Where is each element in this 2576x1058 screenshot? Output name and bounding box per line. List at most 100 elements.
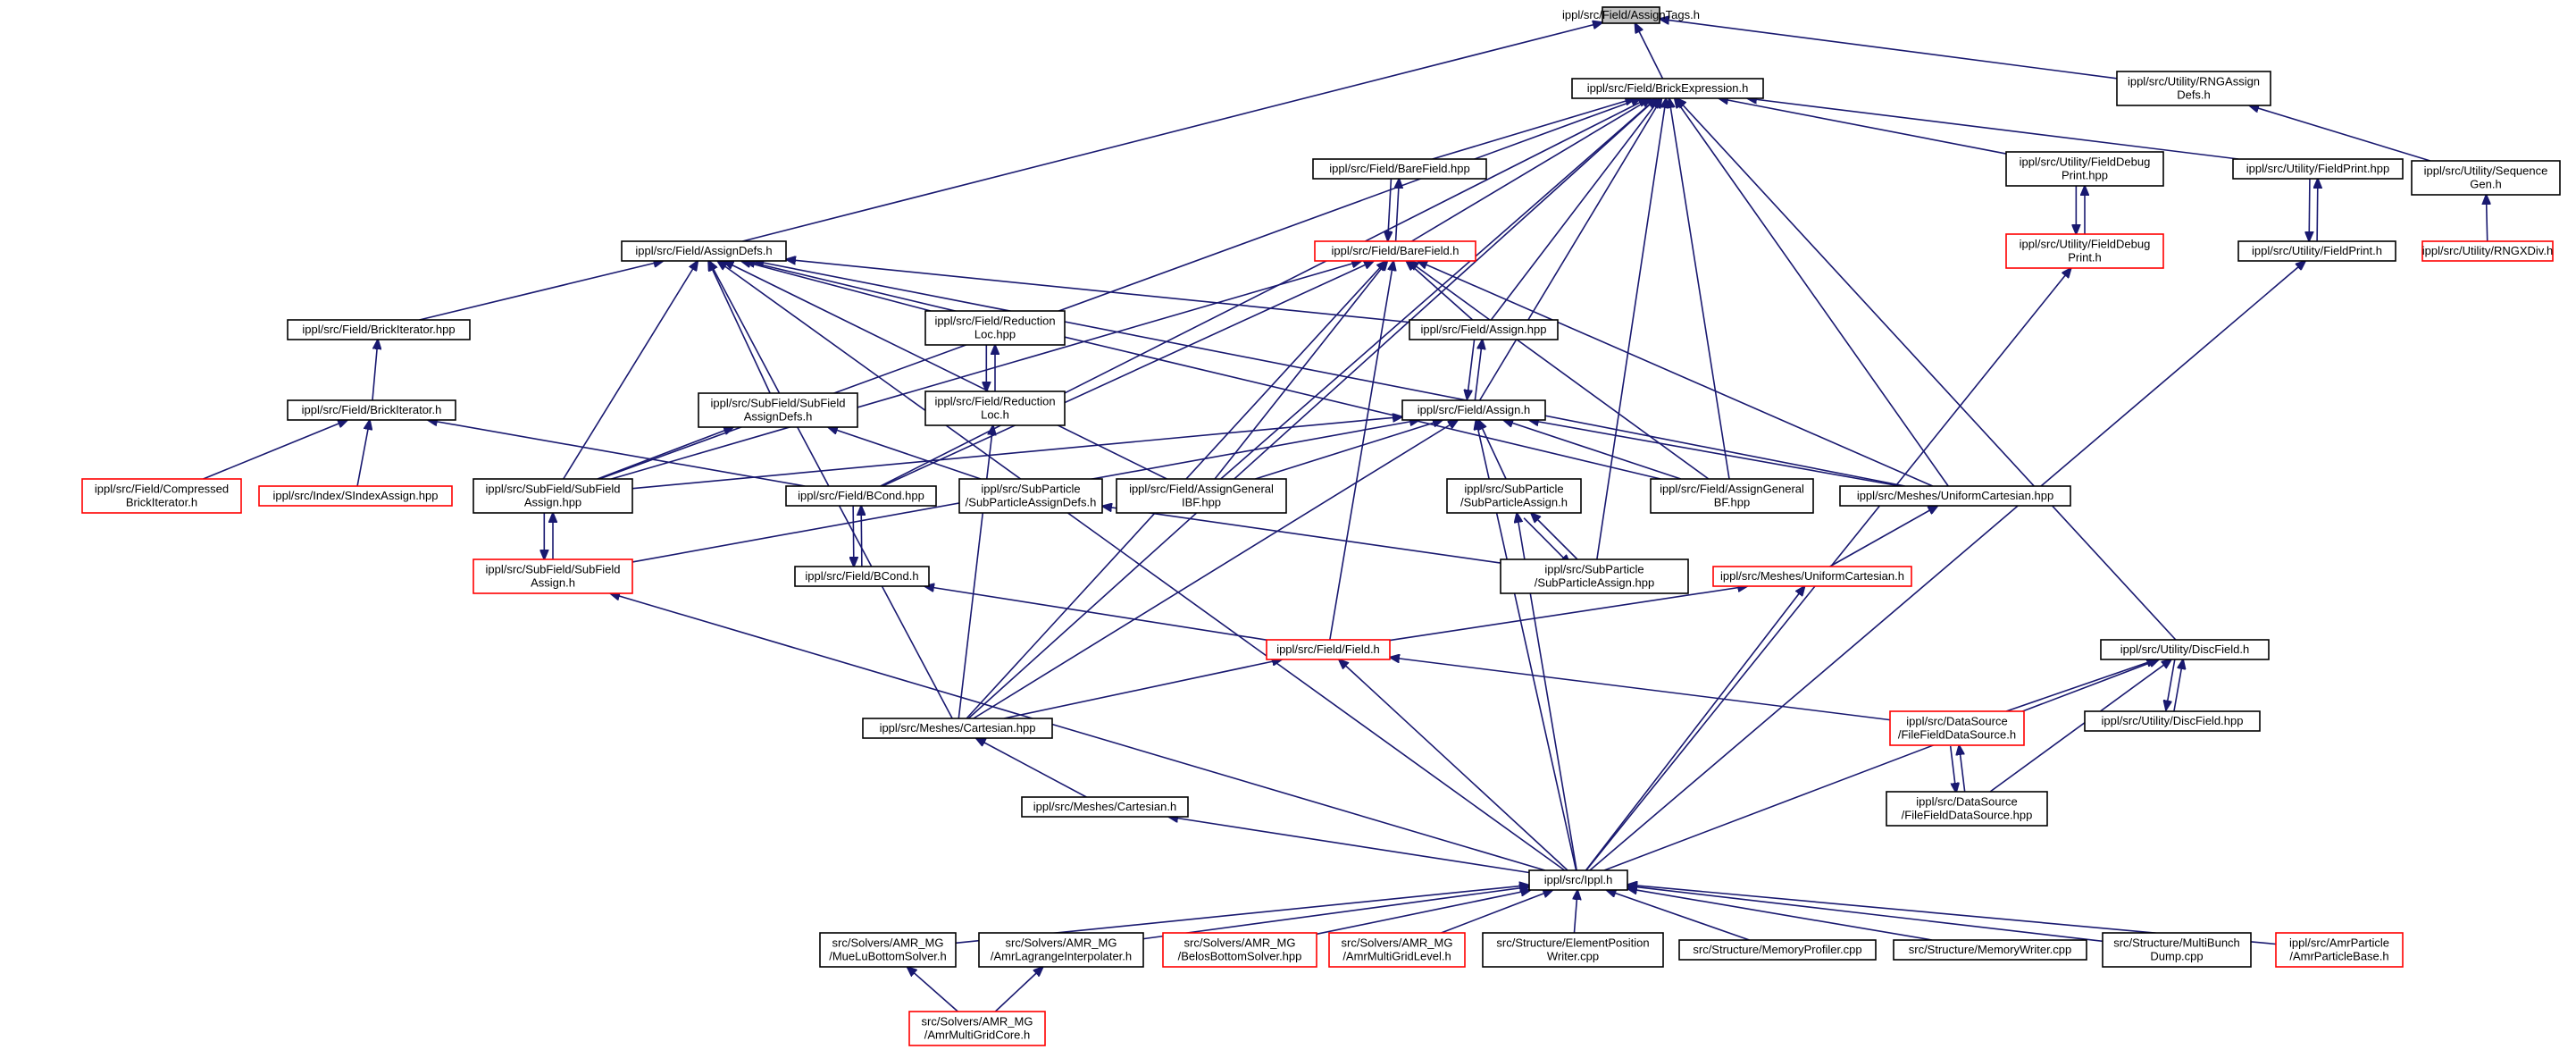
node-label: ippl/src/Index/SIndexAssign.hpp — [273, 489, 439, 502]
edge-n6-to-n1 — [1411, 98, 1651, 242]
node-n48[interactable]: ippl/src/AmrParticle/AmrParticleBase.h — [2275, 932, 2404, 968]
edge-n19-to-n20 — [1467, 338, 1476, 399]
edge-n39-to-n10 — [1589, 261, 2305, 871]
node-n24[interactable]: ippl/src/Field/BCond.h — [794, 566, 930, 587]
node-n37[interactable]: ippl/src/Utility/DiscField.hpp — [2084, 710, 2261, 732]
node-n33[interactable]: ippl/src/Meshes/Cartesian.hpp — [862, 718, 1053, 739]
node-label: ippl/src/Meshes/Cartesian.hpp — [880, 721, 1036, 735]
node-box — [1401, 399, 1546, 421]
node-n30[interactable]: ippl/src/SubParticle/SubParticleAssign.h… — [1500, 558, 1689, 594]
node-n9[interactable]: ippl/src/Utility/FieldPrint.hpp — [2232, 158, 2404, 180]
node-n5[interactable]: ippl/src/Field/BareField.hpp — [1312, 158, 1487, 180]
node-n19[interactable]: ippl/src/Field/Assign.hpp — [1409, 319, 1559, 340]
node-label: ippl/src/DataSource — [1906, 715, 2007, 728]
node-n35[interactable]: ippl/src/Utility/DiscField.h — [2100, 639, 2270, 660]
node-box — [1446, 478, 1582, 514]
node-label: ippl/src/Field/AssignGeneral — [1660, 483, 1804, 496]
node-label: src/Solvers/AMR_MG — [832, 936, 944, 950]
node-label: /FileFieldDataSource.hpp — [1902, 809, 2033, 822]
node-n23[interactable]: ippl/src/Field/BCond.hpp — [785, 485, 937, 507]
node-n36[interactable]: ippl/src/DataSource/FileFieldDataSource.… — [1889, 710, 2025, 746]
node-label: ippl/src/Field/AssignTags.h — [1562, 8, 1700, 21]
node-n42[interactable]: src/Solvers/AMR_MG/BelosBottomSolver.hpp — [1162, 932, 1317, 968]
node-n11[interactable]: ippl/src/Field/AssignDefs.h — [621, 240, 787, 262]
edge-n20-to-n19 — [1474, 340, 1482, 401]
node-box — [1021, 796, 1189, 818]
edges-layer — [203, 19, 2488, 1012]
node-label: ippl/src/Utility/Sequence — [2424, 164, 2548, 178]
node-n45[interactable]: src/Structure/MemoryProfiler.cpp — [1678, 939, 1877, 961]
node-n32[interactable]: ippl/src/Field/Field.h — [1266, 639, 1391, 660]
node-n1[interactable]: ippl/src/Field/BrickExpression.h — [1571, 78, 1764, 99]
edge-n45-to-n39 — [1606, 890, 1750, 941]
node-n4[interactable]: ippl/src/Utility/RNGXDiv.h — [2421, 240, 2554, 262]
node-n43[interactable]: src/Solvers/AMR_MG/AmrMultiGridLevel.h — [1328, 932, 1466, 968]
node-n12[interactable]: ippl/src/Field/BrickIterator.hpp — [287, 319, 471, 340]
node-label: ippl/src/SubParticle — [981, 483, 1080, 496]
node-label: ippl/src/Field/Assign.hpp — [1421, 323, 1547, 336]
node-n31[interactable]: ippl/src/Meshes/UniformCartesian.h — [1712, 566, 1912, 587]
edge-n26-to-n6 — [1214, 261, 1387, 480]
edge-n33-to-n20 — [973, 420, 1458, 719]
node-box — [698, 392, 858, 428]
edge-n23-to-n24 — [853, 506, 854, 567]
node-n10[interactable]: ippl/src/Utility/FieldPrint.h — [2237, 240, 2396, 262]
edge-n36-to-n35 — [2005, 659, 2156, 712]
edge-n32-to-n31 — [1389, 586, 1747, 642]
edge-n4-to-n3 — [2486, 195, 2487, 242]
node-label: ippl/src/AmrParticle — [2289, 936, 2389, 950]
node-n39[interactable]: ippl/src/Ippl.h — [1528, 869, 1628, 891]
edge-n23-to-n1 — [880, 98, 1648, 487]
node-box — [1500, 558, 1689, 594]
node-label: src/Structure/MemoryProfiler.cpp — [1693, 943, 1861, 956]
edge-n39-to-n32 — [1339, 659, 1568, 871]
node-n13[interactable]: ippl/src/Field/BrickIterator.h — [287, 399, 456, 421]
node-n38[interactable]: ippl/src/DataSource/FileFieldDataSource.… — [1886, 791, 2048, 827]
node-box — [862, 718, 1053, 739]
node-n49[interactable]: src/Solvers/AMR_MG/AmrMultiGridCore.h — [908, 1011, 1046, 1046]
node-n0[interactable]: ippl/src/Field/AssignTags.h — [1562, 6, 1700, 24]
node-n41[interactable]: src/Solvers/AMR_MG/AmrLagrangeInterpolat… — [978, 932, 1144, 968]
edge-n30-to-n27 — [1531, 513, 1578, 560]
node-label: ippl/src/Utility/FieldPrint.h — [2252, 244, 2382, 257]
edge-n21-to-n18 — [597, 427, 733, 480]
node-n40[interactable]: src/Solvers/AMR_MG/MueLuBottomSolver.h — [819, 932, 957, 968]
node-n20[interactable]: ippl/src/Field/Assign.h — [1401, 399, 1546, 421]
nodes-layer: ippl/src/Field/AssignTags.h ippl/src/Fiel… — [81, 6, 2561, 1046]
edge-n26-to-n20 — [1255, 420, 1443, 480]
node-n15[interactable]: ippl/src/Index/SIndexAssign.hpp — [258, 485, 453, 507]
node-label: src/Solvers/AMR_MG — [1342, 936, 1453, 950]
edge-n46-to-n39 — [1627, 888, 1933, 941]
edge-n28-to-n11 — [745, 261, 1661, 480]
node-box — [1116, 478, 1287, 514]
node-n27[interactable]: ippl/src/SubParticle/SubParticleAssign.h — [1446, 478, 1582, 514]
edge-n2-to-n0 — [1660, 19, 2118, 80]
node-n25[interactable]: ippl/src/SubParticle/SubParticleAssignDe… — [958, 478, 1103, 514]
node-n6[interactable]: ippl/src/Field/BareField.h — [1314, 240, 1476, 262]
node-box — [1602, 6, 1660, 24]
edge-n39-to-n34 — [1168, 817, 1530, 874]
edge-n37-to-n35 — [2173, 659, 2183, 712]
node-n29[interactable]: ippl/src/Meshes/UniformCartesian.hpp — [1839, 485, 2071, 507]
edge-n7-to-n1 — [1719, 98, 2007, 155]
node-label: BF.hpp — [1714, 496, 1750, 509]
node-n46[interactable]: src/Structure/MemoryWriter.cpp — [1893, 939, 2087, 961]
node-label: Dump.cpp — [2150, 950, 2203, 963]
node-n34[interactable]: ippl/src/Meshes/Cartesian.h — [1021, 796, 1189, 818]
node-box — [1162, 932, 1317, 968]
edge-n19-to-n6 — [1406, 261, 1474, 321]
